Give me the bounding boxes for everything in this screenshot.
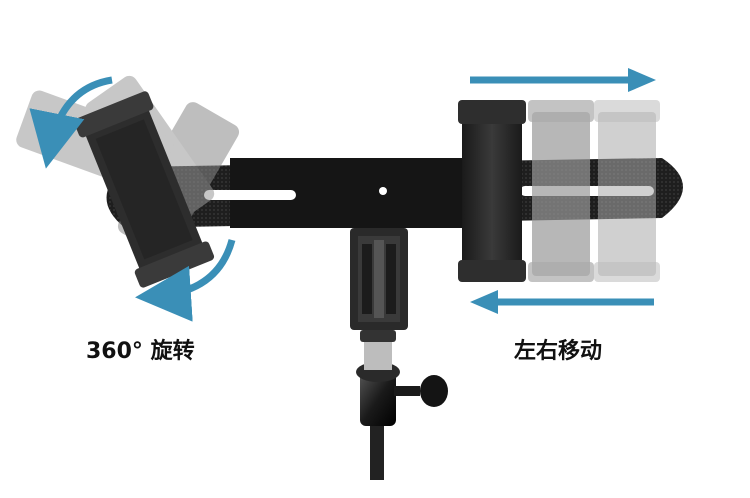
ghost-sliding-clamps [528,100,660,282]
rotate-caption: 360° 旋转 [86,339,195,364]
sliding-phone-clamp [458,100,526,282]
slide-caption: 左右移动 [514,339,603,364]
center-clamp-block [350,228,408,330]
arrow-right-icon [470,68,656,92]
ball-head-mount [356,330,448,480]
curved-rotation-arrows-icon [29,76,236,322]
rotating-phone-clamp [74,91,215,288]
arrow-left-icon [470,290,654,314]
